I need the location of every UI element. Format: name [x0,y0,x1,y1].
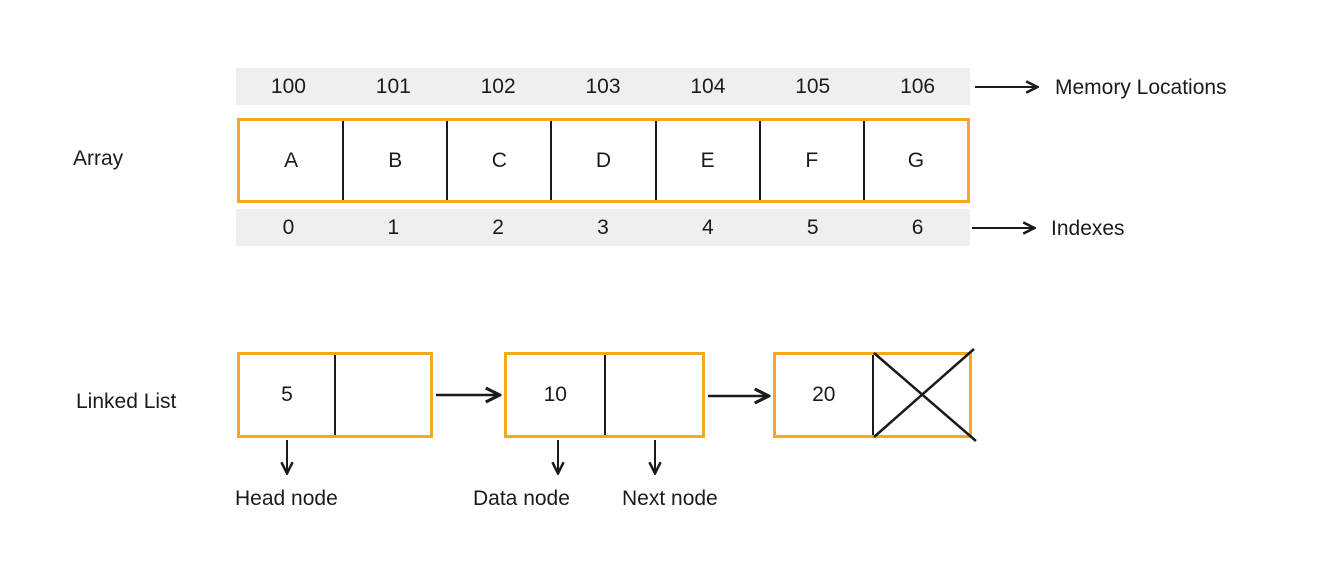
array-element-cell: G [907,148,925,172]
indexes-caption: Indexes [1051,217,1125,240]
indexes-strip: 0 1 2 3 4 5 6 [236,209,970,246]
node2-pointer-compartment [606,355,703,435]
array-element-cell: A [240,121,345,200]
memory-locations-strip: 100 101 102 103 104 105 106 [236,68,970,105]
index-cell: 1 [387,215,400,239]
array-element-cell: F [761,121,865,200]
memory-location-cell: 106 [900,74,936,98]
linked-list-node-1: 5 [237,352,433,438]
memory-location-cell: 102 [480,74,516,98]
array-section-label: Array [73,147,124,170]
index-cell: 0 [282,215,295,239]
node2-data-compartment: 10 [507,355,606,435]
next-node-caption: Next node [622,487,718,510]
memory-locations-caption: Memory Locations [1055,76,1227,99]
index-cell: 4 [702,215,714,239]
array-element-cell: B [344,121,449,200]
data-node-caption: Data node [473,487,570,510]
node1-data-compartment: 5 [240,355,336,435]
node3-data-compartment: 20 [776,355,874,435]
index-cell: 3 [597,215,609,239]
linked-list-node-2: 10 [504,352,705,438]
node3-null-pointer-compartment [874,355,970,435]
memory-location-cell: 103 [585,74,621,98]
linked-list-node-3: 20 [773,352,972,438]
memory-location-cell: 104 [690,74,726,98]
memory-location-cell: 105 [795,74,831,98]
array-element-cell: C [448,121,553,200]
memory-location-cell: 100 [270,74,306,98]
array-element-cell: D [552,121,657,200]
array-element-cell: E [657,121,761,200]
index-cell: 5 [806,215,819,239]
node1-pointer-compartment [336,355,430,435]
linked-list-section-label: Linked List [76,390,177,413]
head-node-caption: Head node [235,487,338,510]
index-cell: 2 [492,215,504,239]
memory-location-cell: 101 [375,74,411,98]
index-cell: 6 [911,215,924,239]
